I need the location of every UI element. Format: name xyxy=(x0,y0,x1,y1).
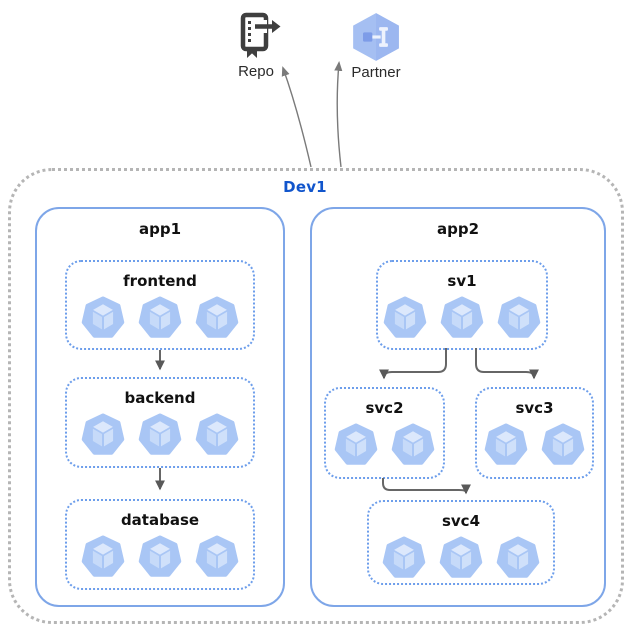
pod-icon xyxy=(391,423,435,467)
pod-icon xyxy=(138,413,182,457)
pod-icon xyxy=(81,535,125,579)
svc2-label: svc2 xyxy=(365,399,404,417)
pod-icon xyxy=(138,535,182,579)
service-box-sv1: sv1 xyxy=(376,260,548,350)
svc4-label: svc4 xyxy=(441,512,481,530)
source-repository-icon xyxy=(240,12,281,58)
svc3-label: svc3 xyxy=(515,399,554,417)
node-partner: Partner xyxy=(346,13,406,81)
edge-dev1-partner xyxy=(334,61,343,168)
service-box-database: database xyxy=(65,499,255,590)
database-pod-group xyxy=(81,535,239,579)
service-box-svc4: svc4 xyxy=(367,500,555,585)
app1-label: app1 xyxy=(138,220,182,238)
cluster-label: Dev1 xyxy=(283,178,327,196)
pod-icon xyxy=(81,296,125,340)
service-box-svc3: svc3 xyxy=(475,387,594,479)
pod-icon xyxy=(81,413,125,457)
pod-icon xyxy=(440,296,484,340)
svc4-pod-group xyxy=(382,536,540,580)
pod-icon xyxy=(383,296,427,340)
app-box-app1: app1 frontend backend database xyxy=(35,207,285,607)
pod-icon xyxy=(484,423,528,467)
service-box-backend: backend xyxy=(65,377,255,468)
svc2-pod-group xyxy=(334,423,435,467)
sv1-label: sv1 xyxy=(447,272,477,290)
pod-icon xyxy=(541,423,585,467)
edge-dev1-repo xyxy=(281,66,312,168)
pod-icon xyxy=(195,413,239,457)
pod-icon xyxy=(195,535,239,579)
backend-label: backend xyxy=(124,389,196,407)
pod-icon xyxy=(334,423,378,467)
pod-icon xyxy=(138,296,182,340)
node-repo: Repo xyxy=(227,8,285,80)
partner-label: Partner xyxy=(351,64,401,81)
database-label: database xyxy=(120,511,200,529)
backend-pod-group xyxy=(81,413,239,457)
pod-icon xyxy=(195,296,239,340)
app-box-app2: app2 sv1 svc2 svc3 svc4 xyxy=(310,207,606,607)
frontend-pod-group xyxy=(81,296,239,340)
svc3-pod-group xyxy=(484,423,585,467)
service-box-svc2: svc2 xyxy=(324,387,445,479)
pod-icon xyxy=(496,536,540,580)
service-box-frontend: frontend xyxy=(65,260,255,350)
pod-icon xyxy=(382,536,426,580)
app2-label: app2 xyxy=(436,220,480,238)
partner-hexagon-icon xyxy=(353,13,399,61)
frontend-label: frontend xyxy=(123,272,197,290)
pod-icon xyxy=(439,536,483,580)
repo-label: Repo xyxy=(238,63,274,80)
sv1-pod-group xyxy=(383,296,541,340)
pod-icon xyxy=(497,296,541,340)
